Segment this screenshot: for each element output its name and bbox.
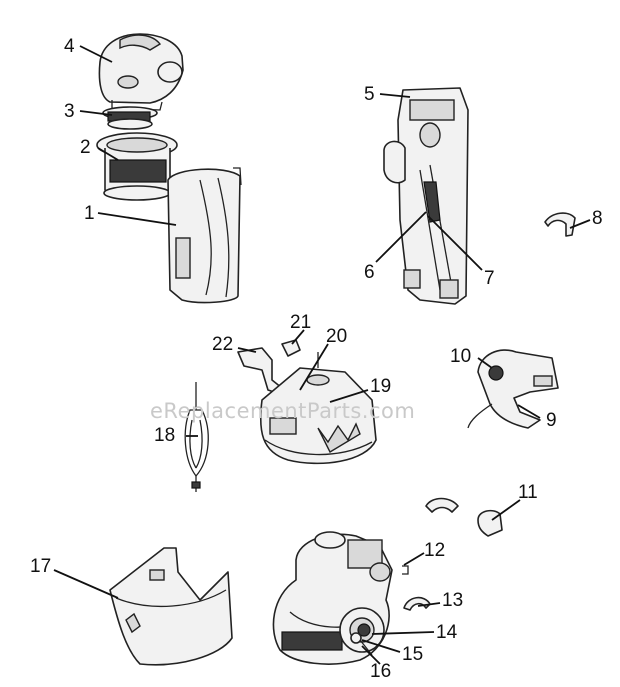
part-3-cyclone-ring (102, 106, 158, 130)
callout-3: 3 (64, 101, 75, 122)
callout-15: 15 (402, 644, 423, 665)
part-15-washer (350, 632, 362, 644)
callout-numbers: 4 3 2 1 5 6 7 8 21 22 20 19 10 9 18 11 1… (30, 36, 603, 682)
callout-10: 10 (450, 346, 471, 367)
part-22-switch-lever (237, 347, 283, 395)
callout-16: 16 (370, 661, 391, 682)
part-18-power-cord (184, 382, 209, 492)
callout-1: 1 (84, 203, 95, 224)
part-10-swivel-pin (488, 365, 504, 381)
part-12-screw (402, 565, 409, 575)
part-1-dirt-cup (167, 167, 242, 304)
callout-18: 18 (154, 425, 175, 446)
callout-21: 21 (290, 312, 311, 333)
callout-12: 12 (424, 540, 445, 561)
part-9-swivel-neck (467, 349, 559, 429)
part-16-spindle (359, 639, 373, 656)
part-4-cyclone-lid (98, 33, 184, 111)
callout-2: 2 (80, 137, 91, 158)
part-17-nozzle-cover (109, 547, 233, 666)
part-2-filter (96, 132, 178, 201)
callout-14: 14 (436, 622, 458, 643)
callout-17: 17 (30, 556, 51, 577)
callout-20: 20 (326, 326, 347, 347)
part-5-handle-body (383, 87, 469, 305)
callout-22: 22 (212, 334, 233, 355)
callout-19: 19 (370, 376, 391, 397)
part-19-base-plate (259, 367, 377, 465)
callout-5: 5 (364, 84, 375, 105)
callout-8: 8 (592, 208, 603, 229)
part-13-bracket (403, 596, 431, 611)
callout-6: 6 (364, 262, 375, 283)
watermark-text: eReplacementParts.com (150, 399, 415, 423)
callout-9: 9 (546, 410, 557, 431)
part-21-fitting (281, 339, 301, 357)
part-14-bearing (357, 623, 371, 637)
part-11-clip (425, 497, 503, 537)
callout-7: 7 (484, 268, 495, 289)
callout-13: 13 (442, 590, 463, 611)
part-8-clip (544, 212, 576, 237)
leader-lines (53, 45, 591, 665)
callout-4: 4 (64, 36, 75, 57)
callout-11: 11 (518, 482, 538, 503)
